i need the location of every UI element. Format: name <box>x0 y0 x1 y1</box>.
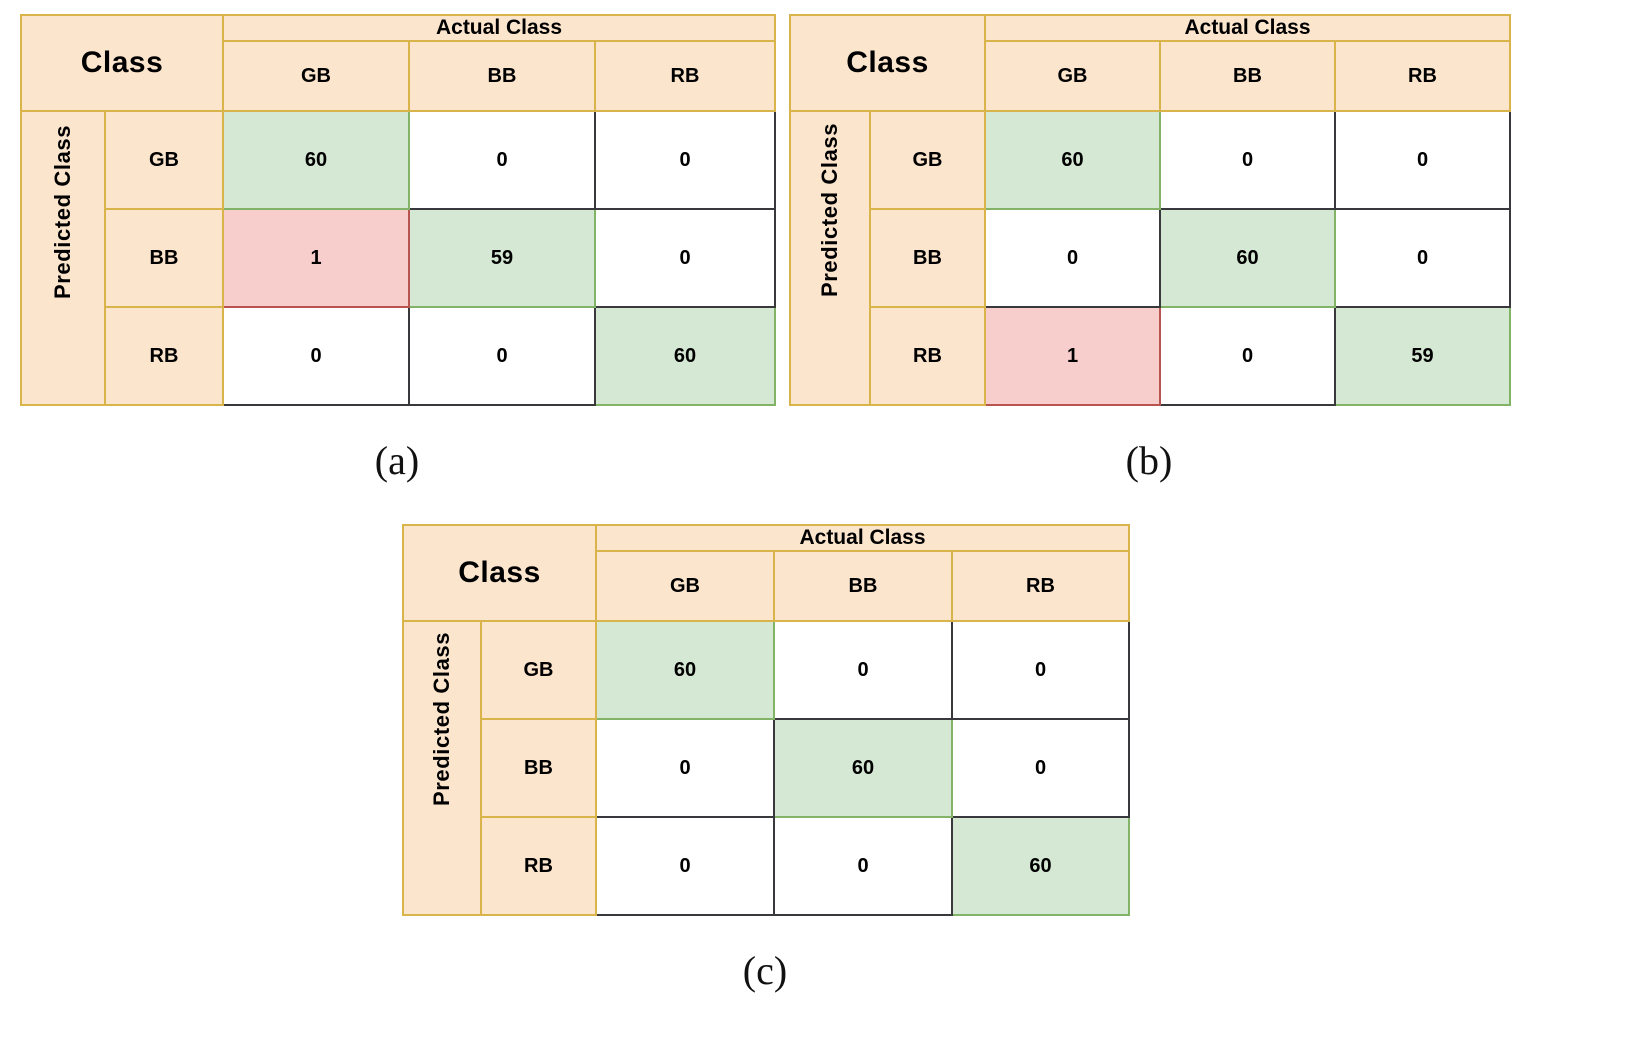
cell-rb-bb-a: 0 <box>408 306 596 406</box>
column-header-gb-b: GB <box>984 40 1161 112</box>
cell-rb-bb-b: 0 <box>1159 306 1336 406</box>
cell-rb-gb-c: 0 <box>595 816 775 916</box>
cell-bb-gb-a: 1 <box>222 208 410 308</box>
actual-class-group-label-a: Actual Class <box>222 14 776 42</box>
table-row-header-columns: GB BB RB <box>21 40 776 112</box>
cell-gb-gb-c: 60 <box>595 620 775 720</box>
table-row-gb-b: Predicted Class GB 60 0 0 <box>789 110 1511 406</box>
predicted-class-text-a: Predicted Class <box>50 124 75 299</box>
caption-a: (a) <box>374 438 420 483</box>
confusion-matrix-b-table: Class Actual Class GB BB RB Predicted Cl… <box>789 14 1511 406</box>
column-header-bb-a: BB <box>408 40 596 112</box>
row-header-bb-c: BB <box>480 718 597 818</box>
table-row-gb-c: Predicted Class GB 60 0 0 <box>402 620 1130 916</box>
table-row-header-top: Class Actual Class <box>789 14 1511 112</box>
table-row-gb-a: Predicted Class GB 60 0 0 <box>20 110 776 406</box>
row-header-bb-a: BB <box>104 208 224 308</box>
row-header-gb-c: GB <box>480 620 597 720</box>
column-header-rb-c: RB <box>951 550 1130 622</box>
cell-rb-bb-c: 0 <box>773 816 953 916</box>
cell-bb-gb-c: 0 <box>595 718 775 818</box>
cell-gb-bb-c: 0 <box>773 620 953 720</box>
confusion-matrix-c-table: Class Actual Class GB BB RB Predicted Cl… <box>402 524 1130 916</box>
column-header-bb-b: BB <box>1159 40 1336 112</box>
corner-class-label-b: Class <box>789 14 986 112</box>
column-header-rb-a: RB <box>594 40 776 112</box>
cell-rb-rb-b: 59 <box>1334 306 1511 406</box>
table-row-header-columns: GB BB RB <box>403 550 1130 622</box>
predicted-class-group-label-c: Predicted Class <box>402 620 482 916</box>
corner-class-label-c: Class <box>402 524 597 622</box>
cell-bb-bb-c: 60 <box>773 718 953 818</box>
column-header-bb-c: BB <box>773 550 953 622</box>
table-row-bb-c: BB 0 60 0 <box>403 718 1130 818</box>
predicted-class-text-b: Predicted Class <box>817 122 842 297</box>
actual-class-group-label-c: Actual Class <box>595 524 1130 552</box>
cell-rb-rb-a: 60 <box>594 306 776 406</box>
cell-bb-rb-c: 0 <box>951 718 1130 818</box>
table-row-rb-c: RB 0 0 60 <box>403 816 1130 916</box>
table-row-header-top: Class Actual Class <box>402 524 1130 622</box>
cell-gb-rb-b: 0 <box>1334 110 1511 210</box>
row-header-gb-b: GB <box>869 110 986 210</box>
predicted-class-text-c: Predicted Class <box>429 631 454 806</box>
actual-class-group-label-b: Actual Class <box>984 14 1511 42</box>
row-header-rb-a: RB <box>104 306 224 406</box>
row-header-rb-b: RB <box>869 306 986 406</box>
cell-gb-rb-a: 0 <box>594 110 776 210</box>
table-row-rb-b: RB 1 0 59 <box>790 306 1511 406</box>
cell-gb-gb-a: 60 <box>222 110 410 210</box>
cell-rb-rb-c: 60 <box>951 816 1130 916</box>
predicted-class-group-label-a: Predicted Class <box>20 110 106 406</box>
table-row-bb-b: BB 0 60 0 <box>790 208 1511 308</box>
column-header-gb-c: GB <box>595 550 775 622</box>
predicted-class-group-label-b: Predicted Class <box>789 110 871 406</box>
column-header-rb-b: RB <box>1334 40 1511 112</box>
cell-rb-gb-b: 1 <box>984 306 1161 406</box>
cell-gb-rb-c: 0 <box>951 620 1130 720</box>
table-row-rb-a: RB 0 0 60 <box>21 306 776 406</box>
row-header-gb-a: GB <box>104 110 224 210</box>
cell-rb-gb-a: 0 <box>222 306 410 406</box>
caption-c: (c) <box>742 948 788 993</box>
cell-bb-gb-b: 0 <box>984 208 1161 308</box>
confusion-matrix-a: Class Actual Class GB BB RB Predicted Cl… <box>20 14 776 434</box>
row-header-bb-b: BB <box>869 208 986 308</box>
cell-gb-bb-a: 0 <box>408 110 596 210</box>
table-row-header-top: Class Actual Class <box>20 14 776 112</box>
cell-bb-bb-a: 59 <box>408 208 596 308</box>
column-header-gb-a: GB <box>222 40 410 112</box>
table-row-header-columns: GB BB RB <box>790 40 1511 112</box>
caption-b: (b) <box>1125 438 1173 483</box>
row-header-rb-c: RB <box>480 816 597 916</box>
cell-gb-gb-b: 60 <box>984 110 1161 210</box>
table-row-bb-a: BB 1 59 0 <box>21 208 776 308</box>
confusion-matrix-b: Class Actual Class GB BB RB Predicted Cl… <box>789 14 1511 434</box>
cell-gb-bb-b: 0 <box>1159 110 1336 210</box>
confusion-matrix-c: Class Actual Class GB BB RB Predicted Cl… <box>402 524 1130 944</box>
cell-bb-rb-b: 0 <box>1334 208 1511 308</box>
cell-bb-bb-b: 60 <box>1159 208 1336 308</box>
cell-bb-rb-a: 0 <box>594 208 776 308</box>
corner-class-label-a: Class <box>20 14 224 112</box>
confusion-matrix-a-table: Class Actual Class GB BB RB Predicted Cl… <box>20 14 776 406</box>
